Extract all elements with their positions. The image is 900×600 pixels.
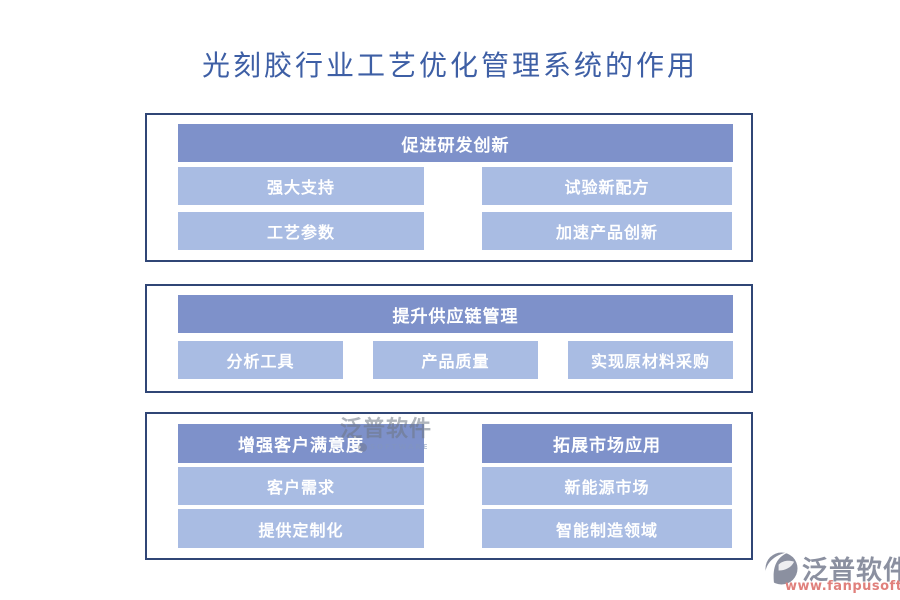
panel-customer-market: 增强客户满意度 拓展市场应用 客户需求 新能源市场 提供定制化 智能制造领域: [145, 412, 753, 560]
item-bar: 智能制造领域: [482, 509, 732, 548]
item-bar: 分析工具: [178, 341, 343, 379]
vendor-logo: 泛普软件 www.fanpusoft.com: [765, 550, 900, 595]
page-title: 光刻胶行业工艺优化管理系统的作用: [201, 51, 698, 82]
vendor-logo-url: www.fanpusoft.com: [785, 579, 900, 594]
item-bar: 提供定制化: [178, 509, 424, 548]
item-bar: 客户需求: [178, 467, 424, 505]
item-bar: 产品质量: [373, 341, 538, 379]
panel-header-bar: 促进研发创新: [178, 124, 733, 162]
vendor-logo-name: 泛普软件: [802, 556, 900, 586]
panel-header-bar: 拓展市场应用: [482, 424, 732, 463]
item-bar: 加速产品创新: [482, 212, 732, 250]
item-bar: 试验新配方: [482, 167, 732, 205]
panel-rd-innovation: 促进研发创新 强大支持 试验新配方 工艺参数 加速产品创新: [145, 113, 753, 262]
panel-supply-chain: 提升供应链管理 分析工具 产品质量 实现原材料采购: [145, 284, 753, 393]
panel-header-bar: 增强客户满意度: [178, 424, 424, 463]
item-bar: 强大支持: [178, 167, 424, 205]
panel-header-bar: 提升供应链管理: [178, 295, 733, 333]
fanpu-circle-logo-icon: [765, 552, 798, 585]
item-bar: 实现原材料采购: [568, 341, 733, 379]
item-bar: 工艺参数: [178, 212, 424, 250]
item-bar: 新能源市场: [482, 467, 732, 505]
